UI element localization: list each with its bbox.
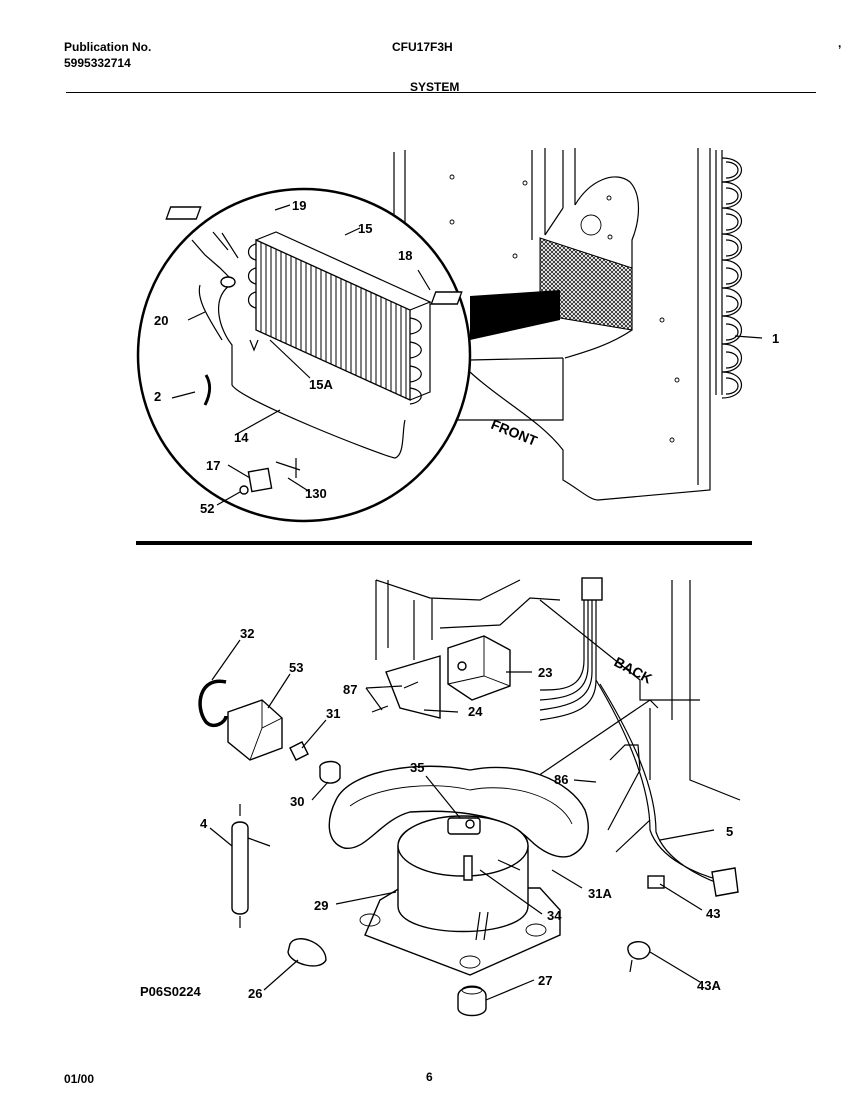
publication-number: 5995332714 [64,56,131,70]
cabinet-base [375,579,741,801]
callout-19: 19 [292,198,306,213]
callout-43: 43 [706,906,720,921]
callout-35: 35 [410,760,424,775]
evaporator-shadow [470,290,560,340]
bracket-24 [385,655,441,719]
condenser-coil [715,150,742,399]
callout-18: 18 [398,248,412,263]
grommet-27 [457,986,487,1017]
callout-87: 87 [343,682,357,697]
model-number: CFU17F3H [392,40,453,54]
capillary-ring [220,276,236,288]
power-plug [711,867,739,897]
callout-32: 32 [240,626,254,641]
washer-52 [239,485,249,495]
filter-drier-4 [231,821,249,915]
callout-52: 52 [200,501,214,516]
callout-34: 34 [547,908,562,923]
grommet-17 [247,467,273,493]
header-rule [66,92,816,93]
evaporator-mesh [539,237,633,331]
drawing-id: P06S0224 [140,984,201,999]
wiring-harness [539,577,721,885]
callout-17: 17 [206,458,220,473]
power-cord-32 [198,679,228,728]
clip-30 [319,760,341,784]
callout-15a: 15A [309,377,333,392]
screw-87 [371,681,419,713]
screw-130 [275,458,301,478]
freezer-cabinet [393,148,711,501]
section-divider [136,541,752,545]
callout-27: 27 [538,973,552,988]
detail-magnifier [136,187,472,523]
publication-label: Publication No. [64,40,152,54]
callout-53: 53 [289,660,303,675]
drain-tube [203,374,212,406]
drain-tube-86 [607,744,651,853]
callout-43a: 43A [697,978,721,993]
callout-5: 5 [726,824,733,839]
callout-15: 15 [358,221,372,236]
grommet-26 [287,938,327,967]
footer-date: 01/00 [64,1072,95,1086]
evaporator-assembly [247,231,432,405]
callout-23: 23 [538,665,552,680]
drain-heater [218,284,406,459]
page-number: 6 [426,1070,433,1084]
callout-20: 20 [154,313,168,328]
callout-4: 4 [200,816,208,831]
evaporator-pad-19 [165,206,202,220]
callout-130: 130 [305,486,327,501]
relay-53 [227,699,283,761]
callout-29: 29 [314,898,328,913]
back-label: BACK [612,654,655,687]
callout-31: 31 [326,706,340,721]
callout-2: 2 [154,389,161,404]
clip-43a [627,941,651,960]
evaporator-pad-18 [430,291,463,305]
callout-26: 26 [248,986,262,1001]
callout-24: 24 [468,704,483,719]
defrost-timer-23 [447,635,511,701]
cord-clip-43 [647,875,665,889]
corner-mark: , [838,36,842,50]
callout-86: 86 [554,772,568,787]
section-title: SYSTEM [410,80,460,94]
callout-14: 14 [234,430,249,445]
callout-1: 1 [772,331,779,346]
compressor-29 [359,815,561,976]
callout-31a: 31A [588,886,612,901]
callout-30: 30 [290,794,304,809]
